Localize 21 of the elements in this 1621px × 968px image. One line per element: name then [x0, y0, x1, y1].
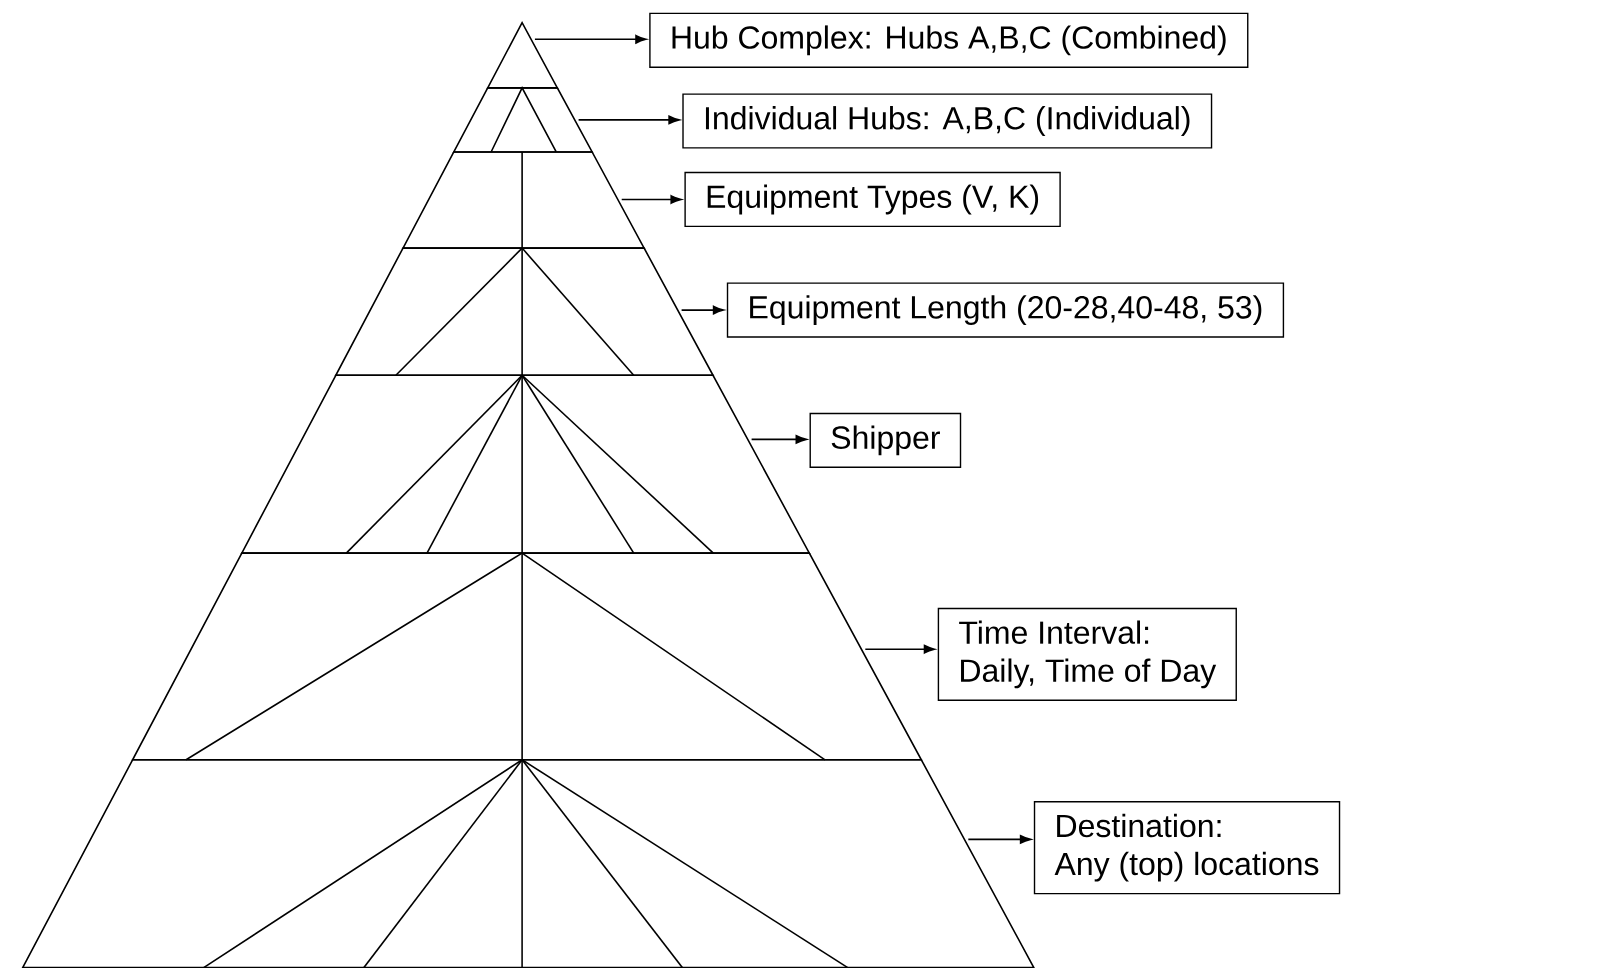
- arrow: [680, 305, 725, 315]
- pyramid-layer: [131, 552, 923, 761]
- label-box: Individual Hubs: A,B,C (Individual): [682, 93, 1213, 149]
- arrow: [864, 644, 936, 654]
- arrow: [967, 834, 1032, 844]
- pyramid-layer: [401, 151, 646, 249]
- label-box: Equipment Length (20-28,40-48, 53): [726, 282, 1285, 338]
- pyramid-layer: [334, 247, 715, 377]
- label-box: Hub Complex: Hubs A,B,C (Combined): [649, 12, 1249, 68]
- label-box: Destination: Any (top) locations: [1033, 801, 1341, 895]
- pyramid-layer: [452, 86, 594, 153]
- label-box: Time Interval: Daily, Time of Day: [937, 607, 1237, 701]
- pyramid-layer: [21, 759, 1036, 968]
- arrow: [577, 115, 680, 125]
- label-box: Shipper: [809, 412, 962, 468]
- arrow: [534, 34, 647, 44]
- arrow: [620, 195, 682, 204]
- pyramid-layer: [486, 21, 559, 89]
- arrow: [750, 434, 807, 444]
- pyramid-layer: [240, 374, 811, 554]
- label-box: Equipment Types (V, K): [684, 171, 1061, 228]
